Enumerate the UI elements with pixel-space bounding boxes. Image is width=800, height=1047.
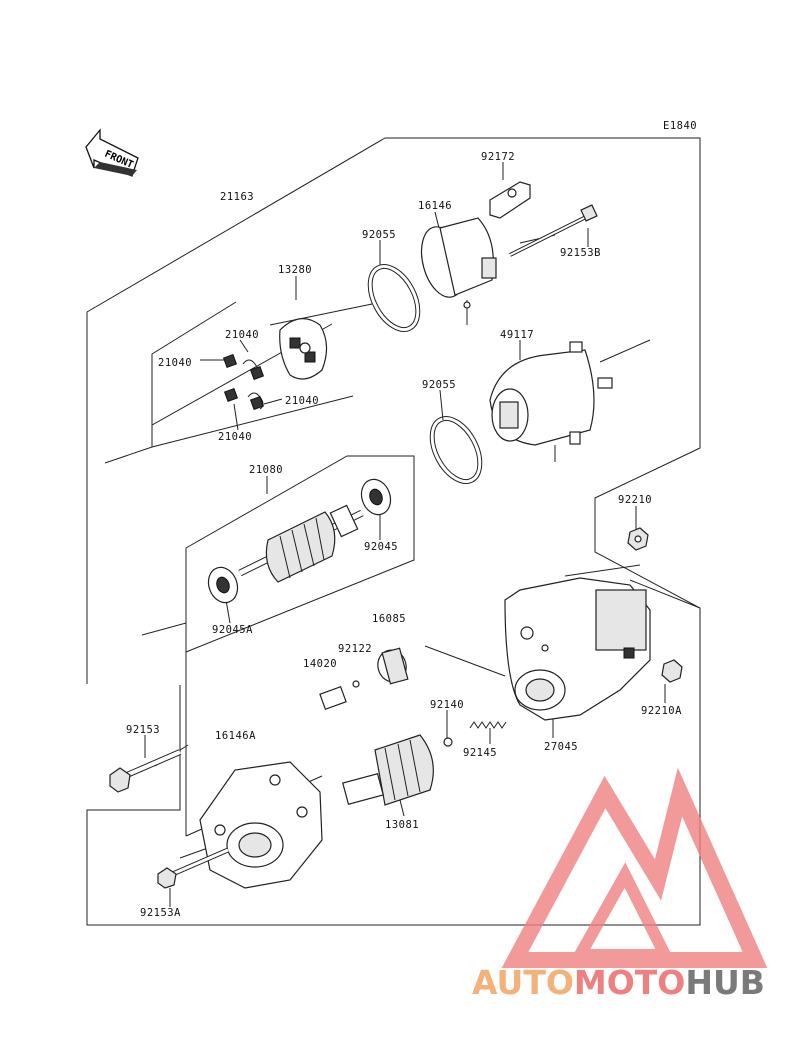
part-o-ring-92055-lower (429, 416, 483, 484)
label-21163: 21163 (220, 191, 254, 203)
part-o-ring-92055-upper (367, 264, 421, 332)
label-92055-lower: 92055 (422, 379, 456, 391)
logo-text-hub: HUB (685, 963, 765, 1002)
part-ball-92140 (443, 737, 453, 747)
part-armature-21080 (238, 504, 364, 583)
part-brush-plate-13280 (279, 318, 328, 380)
label-21040-a: 21040 (225, 329, 259, 341)
label-92172: 92172 (481, 151, 515, 163)
label-92153a: 92153A (140, 907, 181, 919)
part-spring-92145 (469, 721, 507, 729)
part-nut-92210 (627, 527, 649, 551)
label-92210a: 92210A (641, 705, 682, 717)
part-through-bolt-92153b (509, 204, 598, 257)
part-nut-92210a (661, 659, 683, 683)
part-bolt-92153 (109, 749, 182, 793)
label-92153: 92153 (126, 724, 160, 736)
label-92145: 92145 (463, 747, 497, 759)
label-13081: 13081 (385, 819, 419, 831)
label-21040-b: 21040 (158, 357, 192, 369)
part-cap-plate-92172 (489, 181, 531, 219)
label-14020: 14020 (303, 658, 337, 670)
label-92045a: 92045A (212, 624, 253, 636)
front-arrow-icon: FRONT (85, 128, 139, 177)
leader-lines (144, 162, 701, 907)
label-49117: 49117 (500, 329, 534, 341)
label-92140: 92140 (430, 699, 464, 711)
part-clutch-13081 (342, 734, 434, 806)
label-16146: 16146 (418, 200, 452, 212)
label-92055-upper: 92055 (362, 229, 396, 241)
part-yoke-16146 (420, 217, 497, 325)
part-bolt-92153a (157, 847, 229, 889)
part-retainer-14020 (319, 680, 360, 711)
label-16146a: 16146A (215, 730, 256, 742)
label-92153b: 92153B (560, 247, 601, 259)
label-92122: 92122 (338, 643, 372, 655)
label-21040-c: 21040 (285, 395, 319, 407)
logo-text-auto: AUTO (472, 963, 574, 1002)
label-16085: 16085 (372, 613, 406, 625)
part-bearing-92045a (207, 566, 239, 604)
label-92045: 92045 (364, 541, 398, 553)
diagram-code: E1840 (663, 120, 697, 132)
logo-mark-icon (501, 767, 768, 968)
part-labels: 92172 21163 16146 92055 92153B 13280 210… (126, 151, 682, 919)
label-13280: 13280 (278, 264, 312, 276)
logo-text-moto: MOTO (574, 963, 685, 1002)
label-92210: 92210 (618, 494, 652, 506)
svg-text:AUTOMOTOHUB: AUTOMOTOHUB (472, 963, 765, 1002)
label-21080: 21080 (249, 464, 283, 476)
part-front-bracket-16146a (199, 761, 323, 889)
part-solenoid-49117 (489, 341, 613, 462)
watermark-logo: AUTOMOTOHUB (472, 767, 768, 1002)
label-21040-d: 21040 (218, 431, 252, 443)
part-housing-27045 (504, 577, 651, 721)
label-27045: 27045 (544, 741, 578, 753)
part-bearing-92045 (360, 478, 392, 516)
part-gear-92122 (377, 647, 409, 685)
part-brush-springs-21040 (222, 353, 265, 411)
